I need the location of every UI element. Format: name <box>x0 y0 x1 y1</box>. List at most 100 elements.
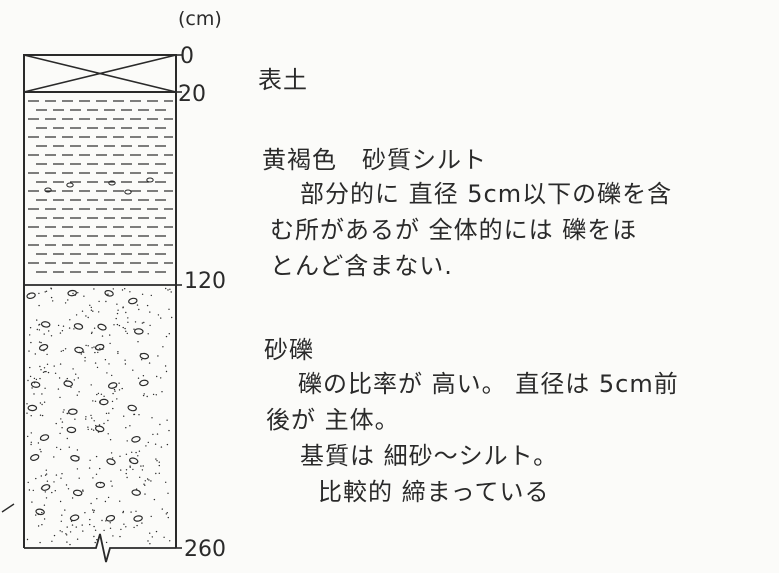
gravel-sand-dot <box>43 504 46 506</box>
gravel-sand-dot <box>94 541 96 544</box>
gravel-sand-dot <box>150 480 152 482</box>
gravel-sand-dot <box>107 496 110 499</box>
gravel-description-line: 基質は 細砂～シルト。 <box>300 442 559 470</box>
column-outline <box>1 54 182 563</box>
gravel-sand-dot <box>120 469 122 471</box>
gravel-sand-dot <box>29 366 31 369</box>
gravel-sand-dot <box>66 377 69 380</box>
gravel-sand-dot <box>145 445 147 447</box>
gravel-sand-dot <box>104 359 107 361</box>
gravel-sand-dot <box>96 539 98 541</box>
gravel-sand-dot <box>122 511 124 514</box>
gravel-sand-dot <box>27 481 29 484</box>
gravel-sand-dot <box>104 500 107 503</box>
gravel-sand-dot <box>93 327 96 329</box>
gravel-sand-dot <box>65 533 67 535</box>
gravel-sand-dot <box>71 497 74 499</box>
gravel-sand-dot <box>125 427 127 429</box>
gravel-sand-dot <box>121 289 124 291</box>
gravel-pebble-mark <box>70 455 80 462</box>
gravel-sand-dot <box>40 451 42 453</box>
topsoil-title: 表土 <box>258 66 308 94</box>
gravel-pebble-mark <box>131 489 141 496</box>
gravel-sand-dot <box>45 497 48 499</box>
gravel-sand-dot <box>107 433 109 435</box>
gravel-sand-dot <box>76 468 79 470</box>
gravel-sand-dot <box>109 342 111 345</box>
gravel-sand-dot <box>76 394 79 396</box>
gravel-sand-dot <box>142 375 145 377</box>
gravel-sand-dot <box>85 416 87 418</box>
gravel-sand-dot <box>39 377 41 380</box>
gravel-sand-dot <box>57 324 60 327</box>
gravel-sand-dot <box>81 524 83 526</box>
gravel-sand-dot <box>65 484 68 486</box>
gravel-sand-dot <box>142 394 145 397</box>
gravel-sand-dot <box>109 334 111 336</box>
gravel-sand-dot <box>54 490 56 492</box>
gravel-sand-dot <box>89 518 91 521</box>
gravel-pebble-mark <box>72 489 83 497</box>
gravel-sand-dot <box>96 366 99 369</box>
gravel-pebble-mark <box>128 297 138 305</box>
gravel-sand-dot <box>35 378 38 381</box>
gravel-sand-dot <box>53 481 55 483</box>
gravel-sand-dot <box>61 330 64 332</box>
gravel-sand-dot <box>141 293 144 295</box>
gravel-sand-dot <box>142 465 144 467</box>
gravel-sand-dot <box>160 377 162 379</box>
gravel-sand-dot <box>124 327 126 330</box>
gravel-sand-dot <box>103 529 105 532</box>
gravel-sand-dot <box>82 490 84 492</box>
gravel-sand-dot <box>107 293 109 295</box>
gravel-sand-dot <box>111 485 113 487</box>
gravel-title: 砂礫 <box>264 336 314 364</box>
gravel-sand-dot <box>40 341 42 344</box>
gravel-sand-dot <box>31 387 33 389</box>
gravel-sand-dot <box>75 526 78 528</box>
gravel-sand-dot <box>37 525 40 527</box>
gravel-sand-dot <box>44 474 47 476</box>
gravel-sand-dot <box>57 388 60 390</box>
gravel-sand-dot <box>81 310 84 312</box>
gravel-sand-dot <box>109 527 112 529</box>
gravel-sand-dot <box>87 426 89 428</box>
gravel-sand-dot <box>139 476 141 478</box>
gravel-sand-dot <box>112 407 114 410</box>
gravel-sand-dot <box>39 448 41 451</box>
gravel-sand-dot <box>118 324 121 327</box>
gravel-sand-dot <box>41 393 43 395</box>
gravel-sand-dot <box>149 311 151 313</box>
depth-mark: 260 <box>184 537 226 562</box>
gravel-sand-dot <box>87 316 89 319</box>
gravel-sand-dot <box>135 510 137 512</box>
gravel-pebble-mark <box>39 434 50 441</box>
gravel-sand-dot <box>154 443 157 445</box>
column-bottom-break <box>24 533 176 563</box>
gravel-sand-dot <box>78 477 80 479</box>
gravel-sand-dot <box>147 333 149 335</box>
gravel-sand-dot <box>101 519 103 522</box>
gravel-sand-dot <box>36 319 38 321</box>
gravel-sand-dot <box>41 403 43 406</box>
gravel-sand-dot <box>140 465 142 467</box>
gravel-sand-dot <box>30 432 32 434</box>
gravel-sand-dot <box>31 501 33 503</box>
gravel-sand-dot <box>119 500 121 502</box>
gravel-sand-dot <box>156 460 158 462</box>
gravel-pebble-mark <box>105 514 116 522</box>
gravel-sand-dot <box>99 467 101 470</box>
gravel-sand-dot <box>112 535 114 537</box>
gravel-pebble-mark <box>106 458 116 466</box>
gravel-sand-dot <box>167 516 169 519</box>
gravel-sand-dot <box>75 314 78 316</box>
sandy-silt-description-line: む所があるが 全体的には 礫をほ <box>270 216 638 244</box>
gravel-sand-dot <box>66 412 68 415</box>
gravel-sand-dot <box>136 304 139 306</box>
gravel-sand-dot <box>88 467 91 469</box>
gravel-sand-dot <box>153 498 156 501</box>
gravel-sand-dot <box>40 369 42 371</box>
gravel-sand-dot <box>122 306 124 308</box>
gravel-sand-dot <box>38 324 40 326</box>
gravel-sand-dot <box>115 317 117 320</box>
